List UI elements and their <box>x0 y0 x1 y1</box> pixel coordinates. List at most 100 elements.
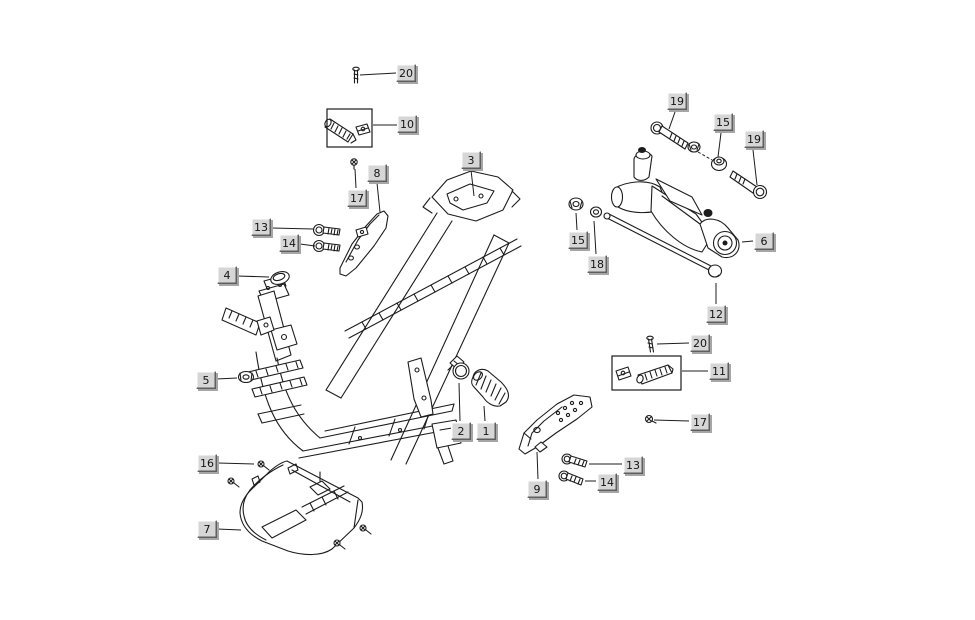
leader-line <box>668 111 676 130</box>
callout-box <box>754 232 774 250</box>
callout-10[interactable]: 10 <box>397 115 419 135</box>
callout-bevel-shadow <box>667 92 687 110</box>
callout-bevel-highlight <box>587 255 607 273</box>
callout-6[interactable]: 6 <box>754 232 776 252</box>
callout-bevel-shadow <box>196 371 216 389</box>
callout-bevel-highlight <box>197 454 217 472</box>
callout-bevel-shadow <box>197 454 217 472</box>
callout-19[interactable]: 19 <box>667 92 689 112</box>
callout-bevel-highlight <box>713 113 733 131</box>
callout-13[interactable]: 13 <box>251 218 273 238</box>
axis-dashed-line <box>697 151 713 161</box>
callout-box <box>217 266 237 284</box>
callout-number: 14 <box>282 237 296 250</box>
leader-line <box>299 243 316 247</box>
callout-17[interactable]: 17 <box>690 413 712 433</box>
pivot-bolt <box>603 212 723 278</box>
callout-11[interactable]: 11 <box>709 362 731 382</box>
rear-bracket <box>422 170 521 222</box>
callout-number: 20 <box>693 337 707 350</box>
callout-13[interactable]: 13 <box>623 456 645 476</box>
callout-9[interactable]: 9 <box>527 480 549 500</box>
callout-bevel-highlight <box>623 456 643 474</box>
callout-box <box>690 413 710 431</box>
callout-bevel-highlight <box>690 413 710 431</box>
callout-bevel-highlight <box>347 189 367 207</box>
tread-strips <box>247 359 308 398</box>
callout-bevel-highlight <box>279 234 299 252</box>
callout-box <box>367 164 387 182</box>
callout-number: 12 <box>709 308 723 321</box>
callout-4[interactable]: 4 <box>217 266 239 286</box>
callout-number: 6 <box>761 235 768 248</box>
seat-rail-brace <box>344 238 522 339</box>
frame-assembly <box>221 170 522 465</box>
callout-box <box>568 231 588 249</box>
callout-5[interactable]: 5 <box>196 371 218 391</box>
callout-number: 19 <box>747 133 761 146</box>
callout-box <box>451 422 471 440</box>
callout-16[interactable]: 16 <box>197 454 219 474</box>
leader-line <box>359 72 397 76</box>
callout-7[interactable]: 7 <box>197 520 219 540</box>
callout-bevel-highlight <box>451 422 471 440</box>
footpeg-kit-lower <box>615 364 674 385</box>
bracket-screws-upper <box>312 223 341 253</box>
callout-18[interactable]: 18 <box>587 255 609 275</box>
callout-bevel-highlight <box>527 480 547 498</box>
callout-bevel-highlight <box>396 64 416 82</box>
callout-box <box>713 113 733 131</box>
callout-box <box>279 234 299 252</box>
callout-bevel-shadow <box>217 266 237 284</box>
callout-bevel-shadow <box>587 255 607 273</box>
leader-line <box>593 220 597 255</box>
callout-20[interactable]: 20 <box>690 334 712 354</box>
callout-bevel-shadow <box>597 473 617 491</box>
callout-bevel-highlight <box>397 115 417 133</box>
engine-mount-link <box>610 147 740 259</box>
callout-19[interactable]: 19 <box>744 130 766 150</box>
callout-bevel-shadow <box>397 115 417 133</box>
hanger-bracket <box>339 210 389 277</box>
callout-bevel-highlight <box>367 164 387 182</box>
callout-number: 14 <box>600 476 614 489</box>
leader-line <box>656 342 690 345</box>
callout-number: 17 <box>350 192 364 205</box>
callout-1[interactable]: 1 <box>476 422 498 442</box>
callout-20[interactable]: 20 <box>396 64 418 84</box>
callout-number: 9 <box>534 483 541 496</box>
callout-12[interactable]: 12 <box>706 305 728 325</box>
screw-20-lower <box>646 335 655 353</box>
hose-clamp <box>447 355 470 380</box>
callout-bevel-shadow <box>709 362 729 380</box>
callout-bevel-shadow <box>713 113 733 131</box>
leader-line <box>458 382 461 422</box>
belly-pan <box>239 460 364 556</box>
callout-number: 19 <box>670 95 684 108</box>
callout-2[interactable]: 2 <box>451 422 473 442</box>
pan-screws-16 <box>227 460 372 550</box>
callout-bevel-highlight <box>709 362 729 380</box>
callout-15[interactable]: 15 <box>713 113 735 133</box>
nut-5 <box>237 370 255 384</box>
callout-14[interactable]: 14 <box>279 234 301 254</box>
callout-bevel-highlight <box>461 151 481 169</box>
leader-line <box>575 212 578 231</box>
callout-bevel-shadow <box>706 305 726 323</box>
callout-number: 11 <box>712 365 726 378</box>
callout-box <box>251 218 271 236</box>
callout-number: 18 <box>590 258 604 271</box>
callout-15[interactable]: 15 <box>568 231 590 251</box>
callout-number: 13 <box>254 221 268 234</box>
callout-14[interactable]: 14 <box>597 473 619 493</box>
callout-8[interactable]: 8 <box>367 164 389 184</box>
leader-line <box>271 227 314 230</box>
callout-bevel-highlight <box>251 218 271 236</box>
leader-line <box>217 462 255 465</box>
callout-3[interactable]: 3 <box>461 151 483 171</box>
callout-17[interactable]: 17 <box>347 189 369 209</box>
callout-box <box>690 334 710 352</box>
callout-box <box>347 189 367 207</box>
washer <box>589 206 603 218</box>
